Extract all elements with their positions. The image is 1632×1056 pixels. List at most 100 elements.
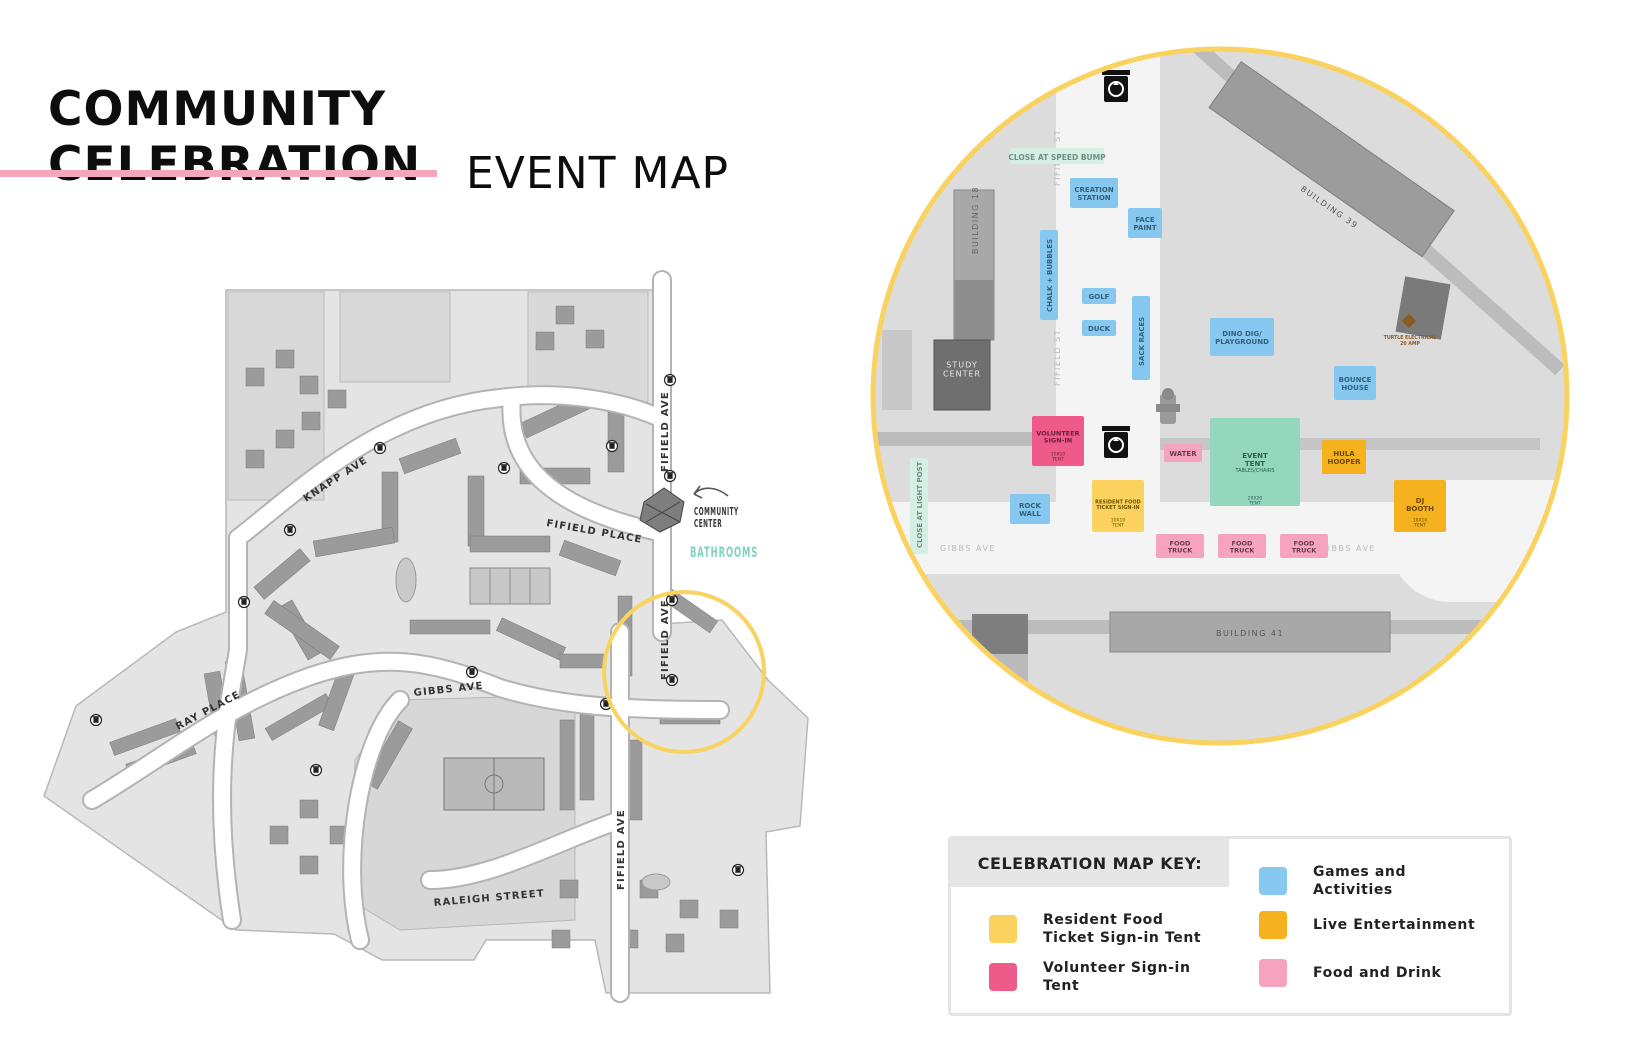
gibbs-ave-label-right: GIBBS AVE <box>1320 544 1376 553</box>
pond-south <box>641 873 671 891</box>
community-center-arrow-icon <box>693 487 729 497</box>
detail-map-outline <box>870 46 1570 746</box>
station-sack-races: SACK RACES <box>1132 296 1150 380</box>
detail-study-center <box>933 339 991 411</box>
legend-swatch-games <box>1259 867 1287 895</box>
parcel-nw <box>227 291 325 501</box>
legend-label-food-drink: Food and Drink <box>1313 965 1442 981</box>
detail-building-sw-lower <box>972 654 1028 690</box>
gibbs-ave-label-left: GIBBS AVE <box>940 544 996 553</box>
street-label-fifield-ave-mid: FIFIELD AVE <box>660 599 671 680</box>
detail-road-west <box>873 432 1056 446</box>
electrical-outlet-icon <box>1401 313 1417 329</box>
station-dino-dig: DINO DIG/PLAYGROUND <box>1210 318 1274 356</box>
svg-text:CHALK + BUBBLES: CHALK + BUBBLES <box>1046 239 1054 312</box>
bathrooms-label: BATHROOMS <box>690 544 758 561</box>
road-network <box>82 270 730 1003</box>
legend-item-volunteer: Volunteer Sign-in Tent <box>989 959 1213 995</box>
svg-text:SACK RACES: SACK RACES <box>1138 317 1146 366</box>
detail-building-39-end <box>1395 276 1451 340</box>
legend-swatch-food-ticket <box>989 915 1017 943</box>
legend-item-games: Games and Activities <box>1259 863 1483 899</box>
station-golf: GOLF <box>1082 288 1116 304</box>
legend-swatch-volunteer <box>989 963 1017 991</box>
detail-building-west <box>882 330 912 410</box>
detail-building-18-wing <box>954 280 994 340</box>
svg-text:GOLF: GOLF <box>1089 293 1110 301</box>
title-block: COMMUNITY CELEBRATION EVENT MAP <box>0 0 760 220</box>
pond <box>395 557 417 603</box>
page-title: COMMUNITY CELEBRATION <box>48 82 422 192</box>
legend-item-food-ticket: Resident Food Ticket Sign-in Tent <box>989 911 1213 947</box>
page-subtitle: EVENT MAP <box>466 148 730 199</box>
recycle-icon <box>1102 70 1130 102</box>
street-label-fifield-ave-north: FIFIELD AVE <box>660 391 671 472</box>
parcel-n <box>339 291 451 383</box>
station-chalk-bubbles: CHALK + BUBBLES <box>1040 230 1058 320</box>
legend-item-food-drink: Food and Drink <box>1259 959 1441 987</box>
legend-header: CELEBRATION MAP KEY: <box>951 839 1229 887</box>
detail-building-39 <box>1208 60 1455 258</box>
speed-bump-note <box>1010 148 1104 164</box>
svg-text:DUCK: DUCK <box>1088 325 1111 333</box>
detail-focus-circle <box>602 590 766 754</box>
building-41-label: BUILDING 41 <box>1216 629 1284 638</box>
light-post-note <box>910 458 928 554</box>
legend-label-volunteer: Volunteer Sign-in Tent <box>1043 960 1191 994</box>
map-legend: CELEBRATION MAP KEY: Games and Activitie… <box>948 836 1512 1016</box>
legend-label-games: Games and Activities <box>1313 864 1407 898</box>
building-18-label: BUILDING 18 <box>971 186 980 254</box>
svg-text:WATER: WATER <box>1169 450 1197 458</box>
recycle-icon-event <box>1102 426 1130 458</box>
legend-item-live: Live Entertainment <box>1259 911 1475 939</box>
legend-swatch-food-drink <box>1259 959 1287 987</box>
svg-text:DINO DIG/PLAYGROUND: DINO DIG/PLAYGROUND <box>1215 330 1269 346</box>
station-water: WATER <box>1164 444 1202 462</box>
legend-swatch-live <box>1259 911 1287 939</box>
street-label-fifield-ave-south: FIFIELD AVE <box>616 809 627 890</box>
detail-building-41 <box>1109 611 1391 653</box>
svg-text:TABLES/CHAIRS: TABLES/CHAIRS <box>1234 468 1274 474</box>
light-post-note-text: CLOSE AT LIGHT POST <box>916 461 924 548</box>
legend-title: CELEBRATION MAP KEY: <box>977 853 1203 873</box>
speed-bump-note-text: CLOSE AT SPEED BUMP <box>1008 153 1106 162</box>
legend-label-live: Live Entertainment <box>1313 917 1476 933</box>
overview-map: KNAPP AVE FIFIELD PLACE FIFIELD AVE FIFI… <box>43 270 809 1003</box>
title-accent-rule <box>0 170 437 177</box>
station-duck: DUCK <box>1082 320 1116 336</box>
fire-hydrant-icon <box>1156 388 1180 424</box>
legend-label-food-ticket: Resident Food Ticket Sign-in Tent <box>1043 912 1202 946</box>
